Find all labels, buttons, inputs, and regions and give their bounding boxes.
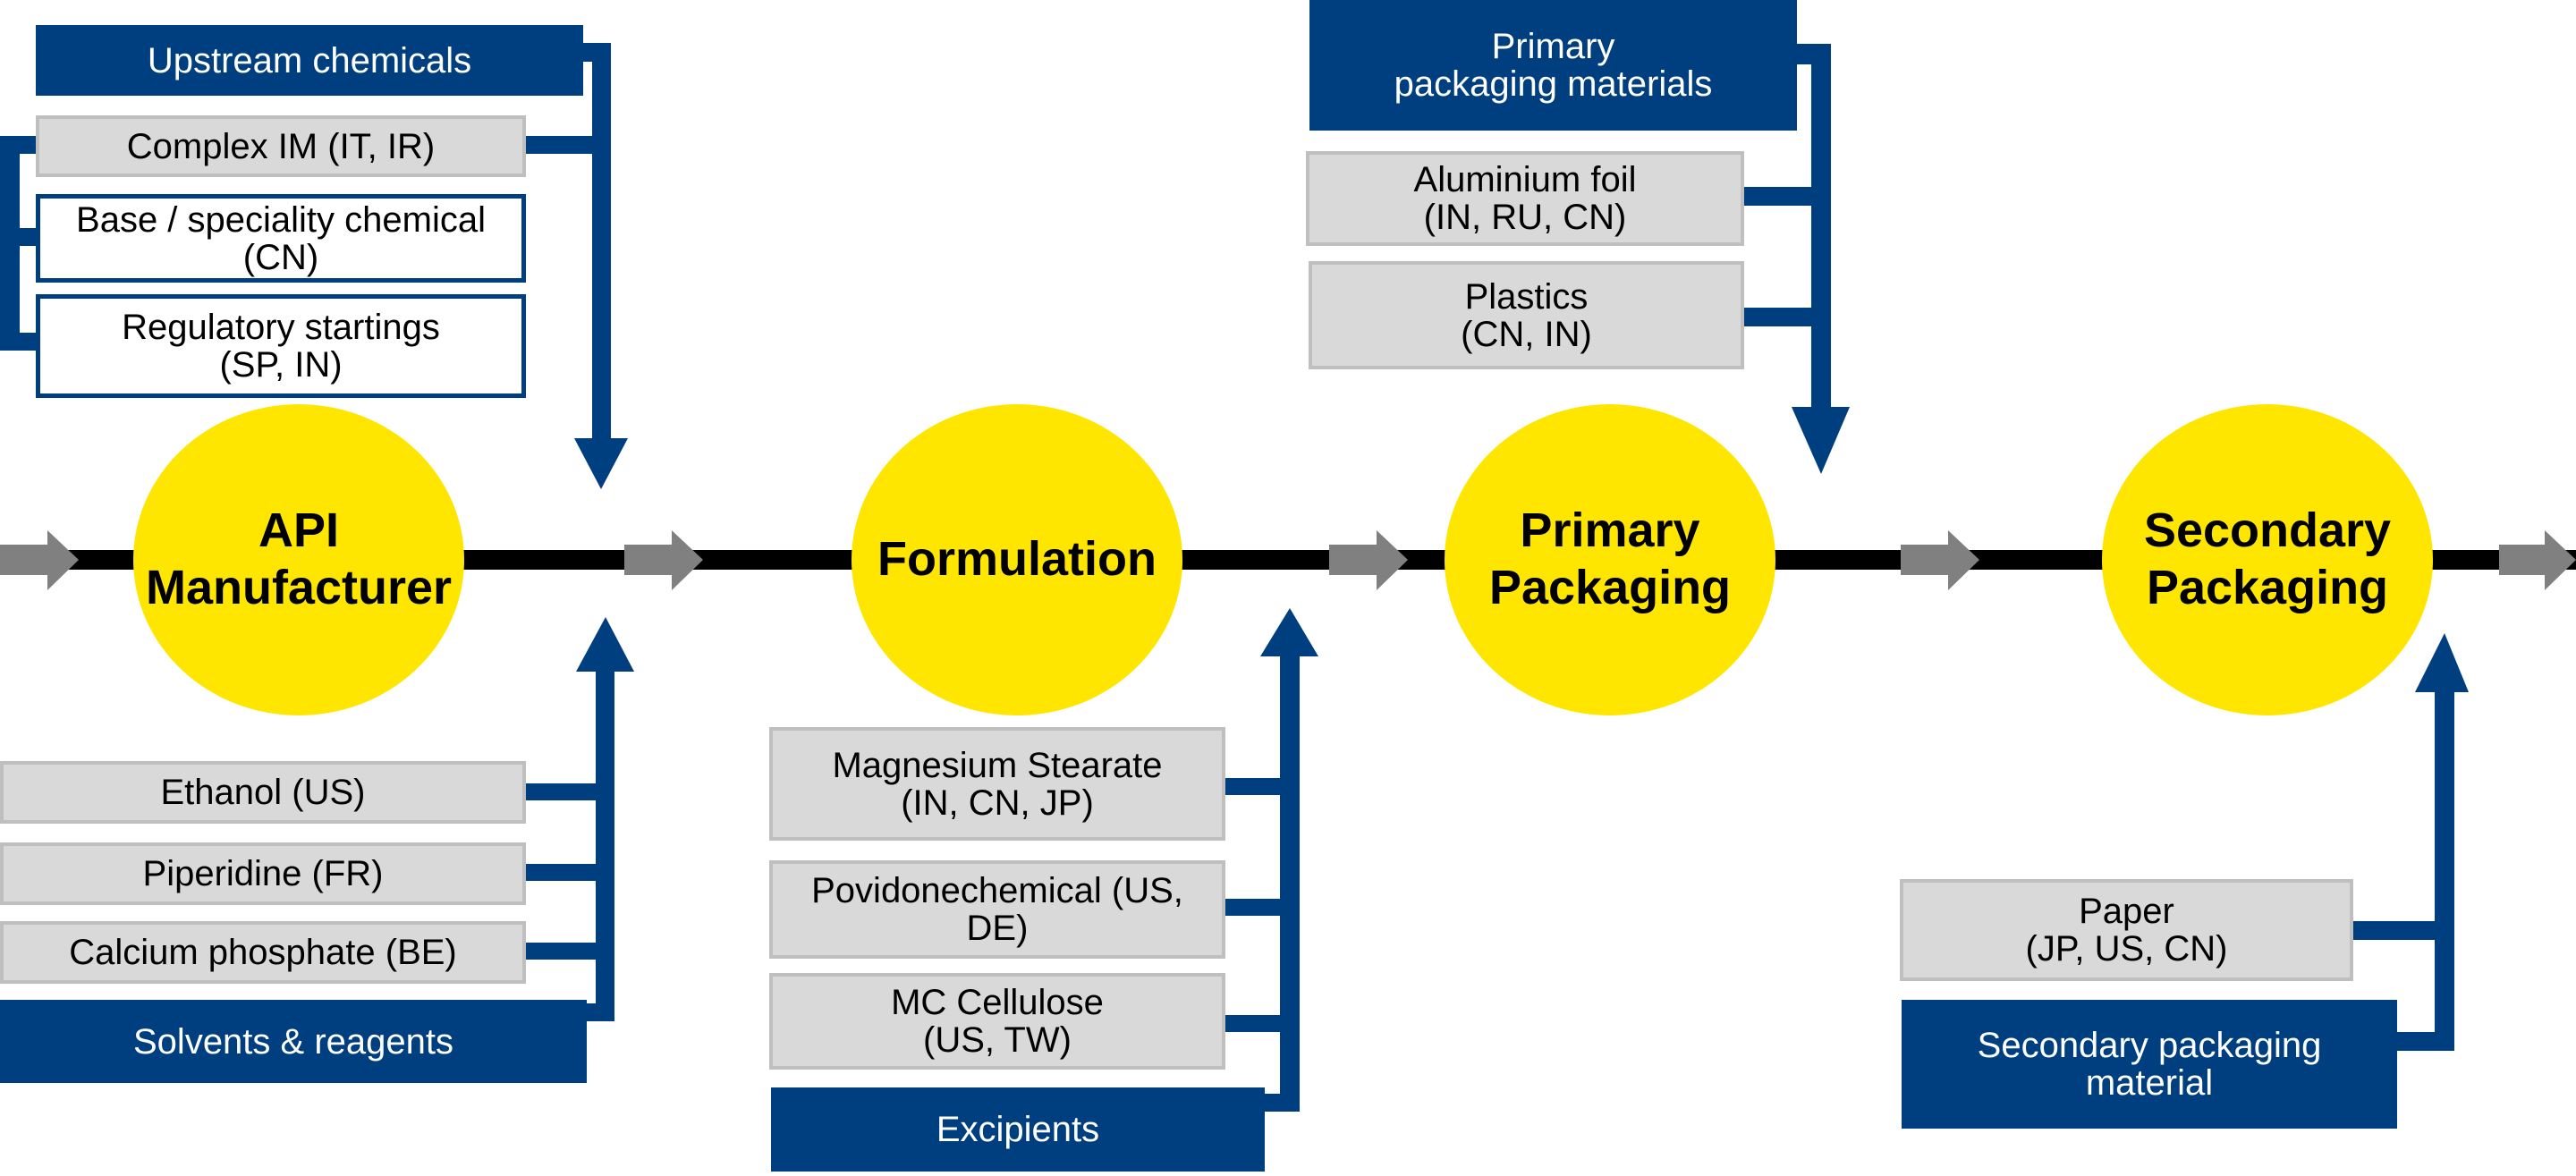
- stage-api-manufacturer: API Manufacturer: [145, 503, 453, 614]
- solvent-item: Calcium phosphate (BE): [0, 921, 526, 984]
- primary-packaging-materials-category: Primary packaging materials: [1309, 0, 1797, 131]
- upstream-item: Regulatory startings (SP, IN): [36, 294, 526, 398]
- flow-arrow-icon: [2499, 530, 2576, 590]
- connector: [1744, 308, 1816, 326]
- connector: [2353, 921, 2438, 940]
- connector: [1225, 778, 1284, 795]
- connector: [583, 1003, 614, 1021]
- stage-secondary-packaging: Secondary Packaging: [2143, 503, 2392, 614]
- connector: [1744, 187, 1816, 206]
- arrow-down-icon: [1792, 407, 1850, 474]
- stage-formulation-shape: [852, 404, 1182, 715]
- connector: [1280, 651, 1300, 1112]
- connector: [526, 136, 597, 154]
- connector: [1225, 1015, 1284, 1032]
- arrow-up-icon: [2415, 633, 2469, 692]
- connector: [526, 943, 602, 960]
- flow-arrow-icon: [0, 530, 79, 590]
- connector: [1811, 44, 1831, 410]
- solvent-item: Piperidine (FR): [0, 842, 526, 905]
- connector: [526, 864, 602, 881]
- stage-primary-packaging: Primary Packaging: [1488, 503, 1732, 614]
- stage-api-manufacturer-shape: [133, 404, 464, 715]
- stage-formulation: Formulation: [877, 532, 1157, 587]
- stage-primary-packaging-shape: [1445, 404, 1775, 715]
- connector: [2435, 687, 2454, 1051]
- excipient-item: Povidonechemical (US, DE): [769, 860, 1225, 959]
- flow-arrow-icon: [1901, 530, 1979, 590]
- solvents-reagents-category: Solvents & reagents: [0, 1000, 587, 1083]
- arrow-up-icon: [576, 617, 634, 672]
- excipient-item: Magnesium Stearate (IN, CN, JP): [769, 727, 1225, 841]
- connector: [1261, 1094, 1300, 1112]
- upstream-item: Complex IM (IT, IR): [36, 115, 526, 177]
- flow-arrow-icon: [624, 530, 703, 590]
- arrow-up-icon: [1260, 608, 1318, 656]
- upstream-chemicals-category: Upstream chemicals: [36, 25, 583, 96]
- arrow-down-icon: [574, 438, 628, 489]
- secondary-packaging-material-category: Secondary packaging material: [1902, 1000, 2397, 1129]
- bracket: [0, 136, 38, 154]
- bracket: [0, 228, 38, 246]
- connector: [1225, 899, 1284, 916]
- excipient-item: MC Cellulose (US, TW): [769, 973, 1225, 1070]
- solvent-item: Ethanol (US): [0, 761, 526, 824]
- connector: [596, 666, 614, 1021]
- excipients-category: Excipients: [771, 1087, 1265, 1172]
- connector: [526, 783, 602, 800]
- flow-arrow-icon: [1329, 530, 1408, 590]
- stage-secondary-packaging-shape: [2102, 404, 2433, 715]
- secondary-material-item: Paper (JP, US, CN): [1900, 879, 2353, 981]
- connector: [592, 43, 611, 441]
- upstream-item: Base / speciality chemical (CN): [36, 194, 526, 283]
- connector: [2394, 1032, 2454, 1051]
- bracket: [0, 333, 38, 351]
- primary-material-item: Plastics (CN, IN): [1309, 261, 1744, 369]
- primary-material-item: Aluminium foil (IN, RU, CN): [1306, 151, 1744, 246]
